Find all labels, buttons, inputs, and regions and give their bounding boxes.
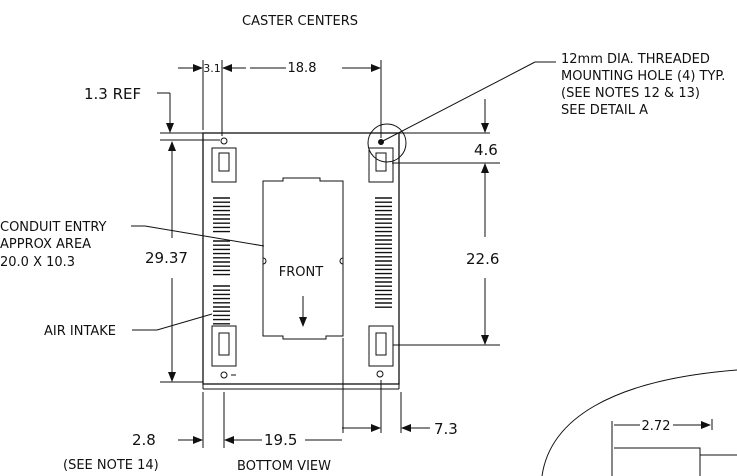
dim-29-37 xyxy=(160,141,203,383)
dim-29-37-label: 29.37 xyxy=(145,249,188,267)
conduit-leader xyxy=(131,225,265,247)
dim-3-1: 3.1 xyxy=(203,62,221,75)
front-label: FRONT xyxy=(279,265,323,280)
caster-centers-title: CASTER CENTERS xyxy=(242,14,358,29)
dim-1-3-ref xyxy=(157,92,220,141)
dim-18-8: 18.8 xyxy=(288,61,317,76)
vent-left xyxy=(213,197,230,325)
air-intake-note: AIR INTAKE xyxy=(44,324,116,339)
caster-bottom-left xyxy=(211,325,237,379)
mounting-hole-callout xyxy=(367,61,556,163)
bottom-view-title: BOTTOM VIEW xyxy=(237,459,331,474)
air-intake-leader xyxy=(132,313,213,331)
dim-4-6: 4.6 xyxy=(474,141,498,159)
unit-outline xyxy=(202,132,400,390)
dim-7-3: 7.3 xyxy=(434,420,458,438)
dim-19-5: 19.5 xyxy=(264,431,297,449)
caster-bottom-right xyxy=(368,325,394,378)
dim-bottom xyxy=(178,338,430,448)
mounting-hole-note: 12mm DIA. THREADED MOUNTING HOLE (4) TYP… xyxy=(561,52,730,118)
conduit-panel xyxy=(262,177,344,340)
dim-2-8: 2.8 xyxy=(132,431,156,449)
caster-top-left xyxy=(211,137,237,183)
see-note-14: (SEE NOTE 14) xyxy=(63,458,159,473)
vent-right xyxy=(375,197,392,308)
dim-22-6: 22.6 xyxy=(466,250,499,268)
detail-a-fragment xyxy=(541,369,737,476)
dim-1-3-ref-label: 1.3 REF xyxy=(84,85,141,103)
dim-2-72: 2.72 xyxy=(642,419,671,434)
dim-right xyxy=(392,99,500,346)
conduit-note: CONDUIT ENTRY APPROX AREA 20.0 X 10.3 xyxy=(0,220,111,270)
